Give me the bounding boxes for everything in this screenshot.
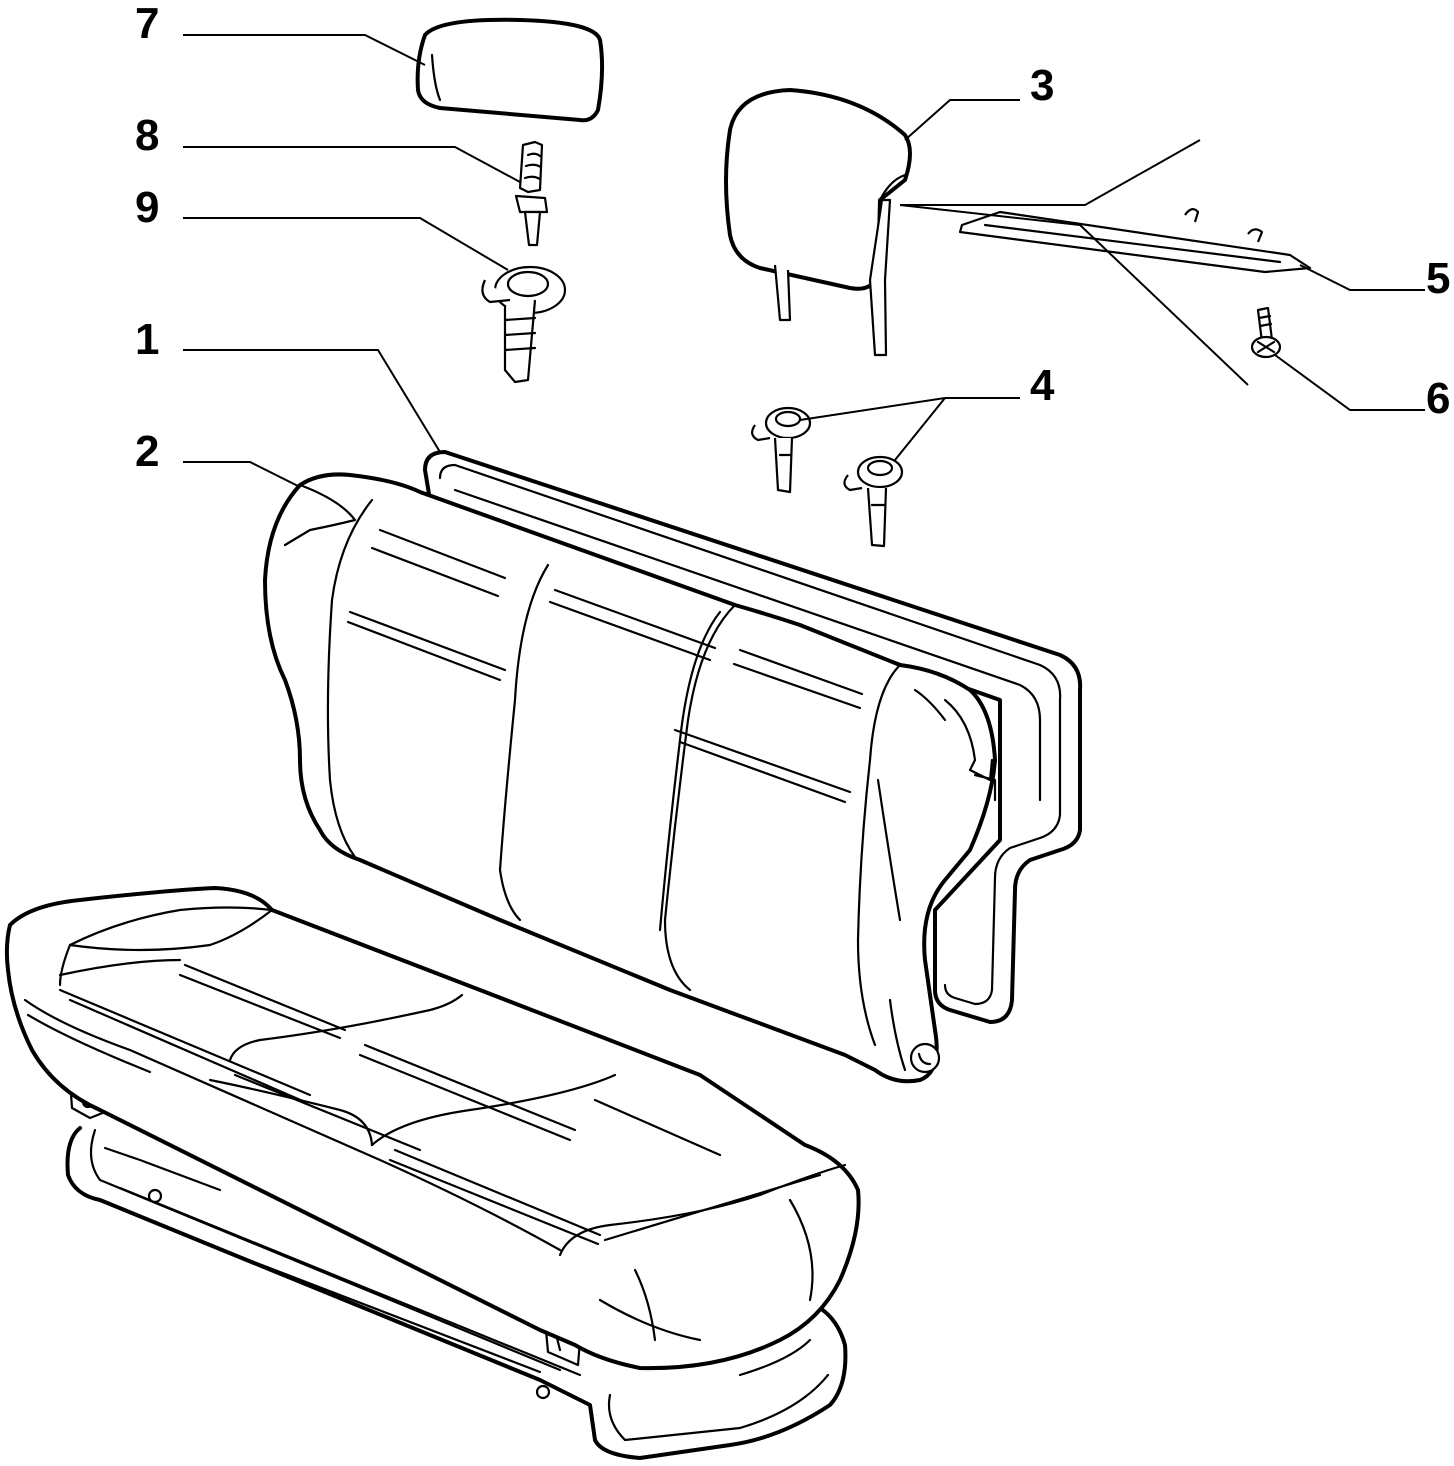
callout-2: 2	[135, 427, 159, 476]
callout-5: 5	[1426, 254, 1450, 303]
callout-7: 7	[135, 0, 159, 48]
leader-lines	[183, 34, 1425, 488]
callout-8: 8	[135, 111, 159, 160]
headrest-small	[415, 17, 605, 123]
seat-back-cushion	[263, 472, 997, 1084]
callout-labels: 7 8 9 1 2 3 5 4 6	[135, 0, 1450, 476]
callout-6: 6	[1426, 374, 1450, 423]
headrest-bushing	[481, 265, 567, 384]
callout-9: 9	[135, 183, 159, 232]
callout-3: 3	[1030, 61, 1054, 110]
fixing-screw	[1250, 306, 1282, 359]
callout-4: 4	[1030, 361, 1055, 410]
headrest-large	[724, 88, 912, 357]
callout-1: 1	[135, 315, 159, 364]
headrest-guides-pair	[751, 406, 904, 548]
seat-bottom-cushion	[4, 886, 861, 1460]
release-cover	[958, 208, 1312, 274]
seat-back-frame	[423, 450, 1083, 1024]
headrest-guide	[514, 140, 549, 247]
